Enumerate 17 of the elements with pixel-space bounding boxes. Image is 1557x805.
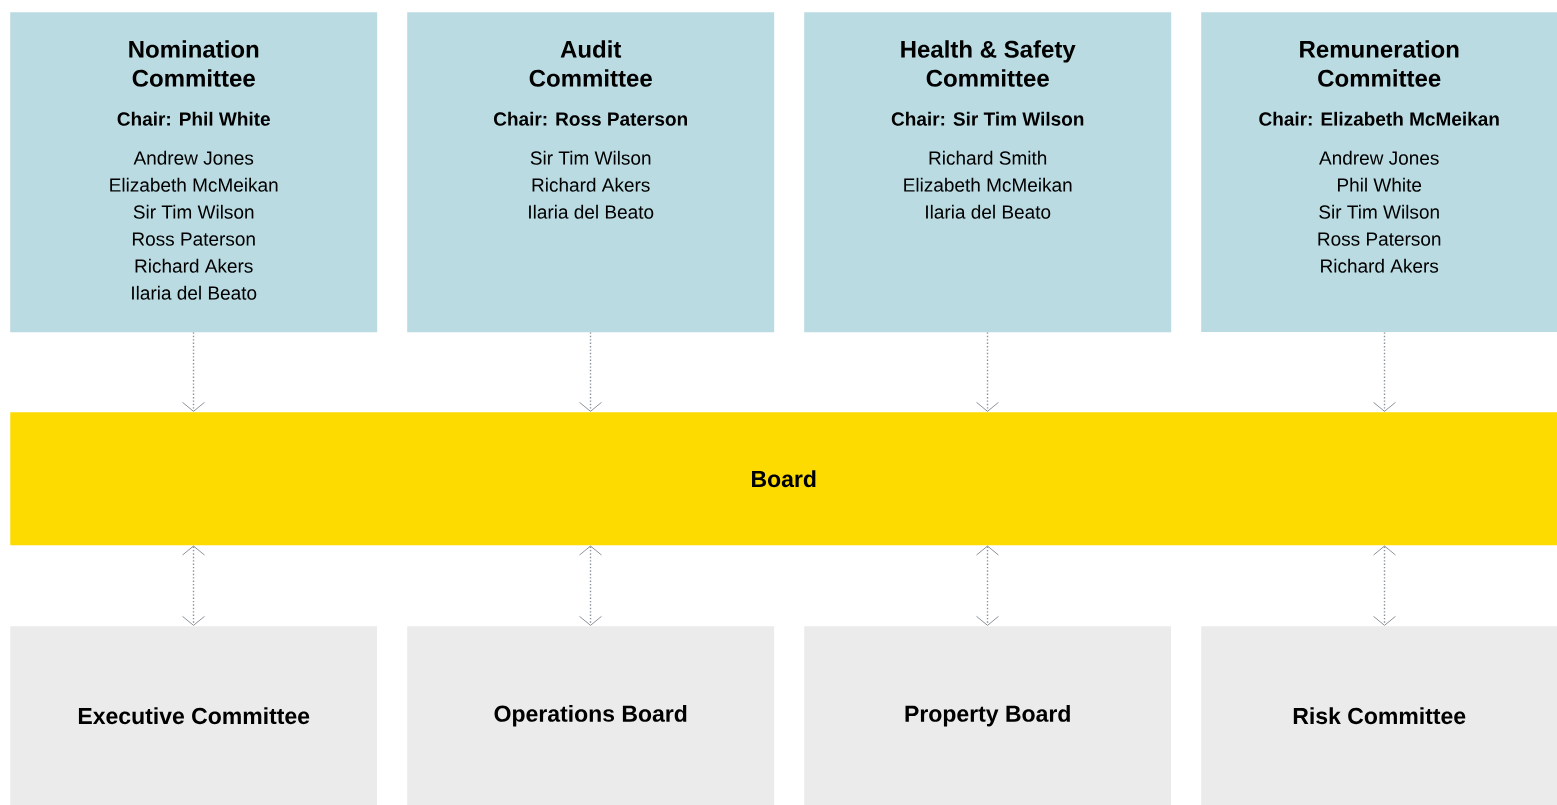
committee-box: Risk Committee [1201, 626, 1557, 805]
committee-box: Remuneration Committee Chair: Elizabeth McMeikan Andrew Jones Phil White Sir Tim Wilson Ross Paterson Richard Akers [1201, 12, 1557, 333]
committee-box: Property Board [804, 626, 1172, 805]
board-box: Board [10, 412, 1557, 546]
committee-box: Nomination Committee Chair: Phil White Andrew Jones Elizabeth McMeikan Sir Tim Wilson Ross Paterson Richard Akers Ilaria del Beato [10, 12, 378, 333]
committee-box: Executive Committee [10, 626, 378, 805]
arrow [579, 331, 602, 412]
arrow [579, 545, 602, 626]
committee-box: Audit Committee Chair: Ross Paterson Sir Tim Wilson Richard Akers Ilaria del Beato [407, 12, 775, 333]
committee-box: Health & Safety Committee Chair: Sir Tim Wilson Richard Smith Elizabeth McMeikan Ilaria del Beato [804, 12, 1172, 333]
committee-box: Operations Board [407, 626, 775, 805]
arrow [182, 331, 205, 412]
arrow [976, 545, 999, 626]
arrow [182, 545, 205, 626]
arrow [976, 331, 999, 412]
arrow [1373, 545, 1396, 626]
arrow [1373, 331, 1396, 412]
